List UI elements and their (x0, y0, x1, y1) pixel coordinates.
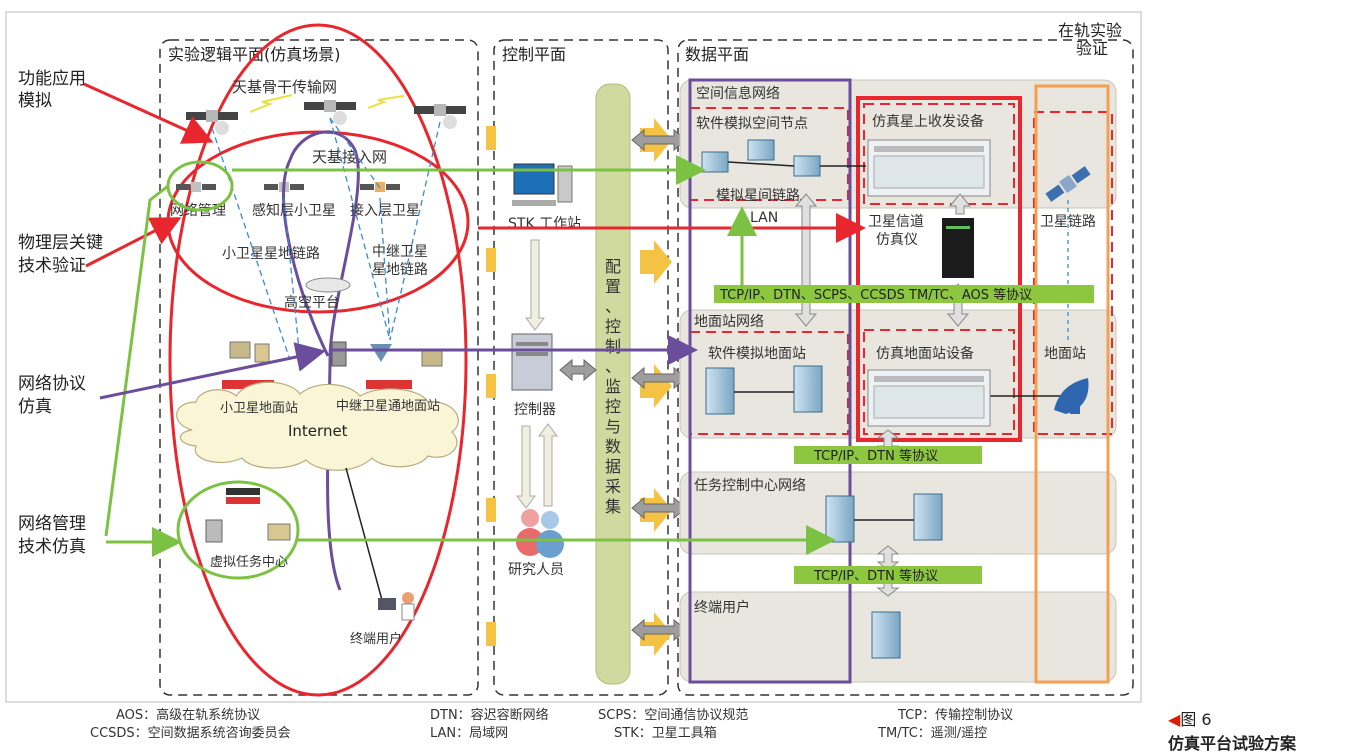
arrow-controller-to-researcher (517, 426, 535, 508)
bar-char: 数 (605, 437, 621, 456)
bar-char: 控 (605, 317, 621, 336)
backbone-label: 天基骨干传输网 (232, 78, 337, 96)
bar-char: 配 (605, 257, 621, 276)
transceiver-equipment-icon (868, 140, 990, 196)
controller-label: 控制器 (514, 402, 556, 418)
label-net-protocol-2: 仿真 (18, 397, 52, 417)
label-func-app-2: 模拟 (18, 91, 52, 111)
protocol-bar-1-text: TCP/IP、DTN、SCPS、CCSDS TM/TC、AOS 等协议 (719, 287, 1032, 303)
relay-link-label-2: 星地链路 (372, 262, 428, 278)
mcc-net-label: 任务控制中心网络 (694, 478, 806, 494)
legend-stk: STK：卫星工具箱 (614, 726, 717, 742)
relay-gs-label: 中继卫星通地面站 (336, 399, 440, 414)
data-plane-title: 数据平面 (685, 45, 749, 64)
controller-icon (512, 334, 552, 390)
label-net-protocol-1: 网络协议 (18, 374, 86, 394)
satellite-icon (304, 100, 356, 125)
channel-sim-label-1: 卫星信道 (868, 214, 924, 230)
lan-label: LAN (750, 210, 778, 226)
sense-sat-label: 感知层小卫星 (252, 202, 336, 219)
onorbit-title-1: 在轨实验 (1058, 21, 1122, 40)
abbreviation-legend: AOS：高级在轨系统协议 CCSDS：空间数据系统咨询委员会 DTN：容迟容断网… (0, 706, 1160, 753)
internet-label: Internet (288, 422, 348, 440)
figure-number: ◀图 6 (1168, 706, 1366, 730)
purple-protocol-loop (284, 132, 359, 590)
bar-char: 置 (605, 277, 621, 296)
isl-label: 模拟星间链路 (716, 188, 800, 204)
protocol-bar-3-text: TCP/IP、DTN 等协议 (813, 568, 938, 584)
gs-net-label: 地面站网络 (694, 314, 764, 330)
label-phys-layer-1: 物理层关键 (18, 233, 103, 253)
protocol-bar-2-text: TCP/IP、DTN 等协议 (813, 448, 938, 464)
legend-lan: LAN：局域网 (430, 726, 508, 742)
hap-label: 高空平台 (284, 294, 340, 311)
label-net-mgmt-1: 网络管理 (18, 514, 86, 534)
bar-char: 制 (605, 337, 621, 356)
bar-char: 监 (605, 377, 621, 396)
control-plane-title: 控制平面 (502, 45, 566, 64)
terminal-user-label: 终端用户 (350, 631, 402, 647)
satellite-icon (414, 104, 466, 129)
access-sat-label: 接入层卫星 (350, 202, 420, 219)
terminal-user-icon (378, 592, 414, 620)
vmc-label: 虚拟任务中心 (210, 554, 288, 570)
bar-char: 据 (605, 457, 621, 476)
end-user-label: 终端用户 (694, 599, 750, 616)
control-bar-text: 配 置 、 控 制 、 监 控 与 数 据 采 集 (605, 257, 621, 516)
left-labels: 功能应用 模拟 物理层关键 技术验证 网络协议 仿真 网络管理 技术仿真 (18, 69, 103, 557)
legend-dtn: DTN：容迟容断网络 (430, 708, 549, 724)
label-net-mgmt-2: 技术仿真 (18, 537, 86, 557)
access-label: 天基接入网 (312, 148, 387, 166)
bar-char: 集 (605, 497, 621, 516)
researchers-label: 研究人员 (508, 562, 564, 578)
bar-char: 控 (605, 397, 621, 416)
hap-blimp-icon (306, 278, 350, 292)
bar-char: 、 (605, 297, 621, 316)
bar-char: 采 (605, 477, 621, 496)
label-phys-layer-2: 技术验证 (18, 256, 86, 276)
soft-node-label: 软件模拟空间节点 (696, 116, 808, 132)
soft-gs-label: 软件模拟地面站 (708, 346, 806, 362)
yellow-arrows-right (640, 118, 672, 656)
onboard-label: 仿真星上收发设备 (872, 113, 984, 130)
caption-triangle-icon: ◀ (1168, 710, 1180, 729)
figure-number-text: 图 6 (1180, 710, 1211, 729)
small-sat-link-label: 小卫星星地链路 (222, 246, 320, 262)
legend-ccsds: CCSDS：空间数据系统咨询委员会 (90, 726, 291, 742)
arrow-controller-bar (560, 360, 596, 380)
label-func-app-1: 功能应用 (18, 69, 86, 89)
sim-gs-label: 仿真地面站设备 (876, 345, 974, 362)
vmc-icons (206, 488, 290, 542)
channel-sim-label-2: 仿真仪 (876, 232, 918, 248)
stk-label: STK 工作站 (508, 216, 581, 232)
researchers-icon (516, 509, 564, 558)
legend-tcp: TCP：传输控制协议 (898, 708, 1013, 724)
logic-plane-title: 实验逻辑平面(仿真场景) (168, 45, 341, 64)
legend-tmtc: TM/TC：遥测/遥控 (878, 726, 987, 742)
relay-link-label-1: 中继卫星 (372, 244, 428, 260)
arrow-researcher-to-controller (539, 424, 557, 506)
bar-char: 与 (605, 417, 621, 436)
figure-title: 仿真平台试验方案 (1168, 730, 1366, 754)
arrow-stk-to-controller (526, 240, 544, 330)
gs-equipment-icon (868, 370, 990, 426)
legend-scps: SCPS：空间通信协议规范 (598, 708, 748, 724)
access-satellites (176, 182, 400, 192)
space-net-label: 空间信息网络 (696, 85, 780, 102)
bar-char: 、 (605, 357, 621, 376)
gs-label: 地面站 (1044, 346, 1086, 362)
legend-aos: AOS：高级在轨系统协议 (116, 708, 260, 724)
onorbit-title-2: 验证 (1076, 39, 1108, 58)
small-gs-label: 小卫星地面站 (220, 401, 298, 416)
channel-simulator-icon (942, 218, 974, 278)
figure-caption: ◀图 6 仿真平台试验方案 (1168, 706, 1366, 754)
